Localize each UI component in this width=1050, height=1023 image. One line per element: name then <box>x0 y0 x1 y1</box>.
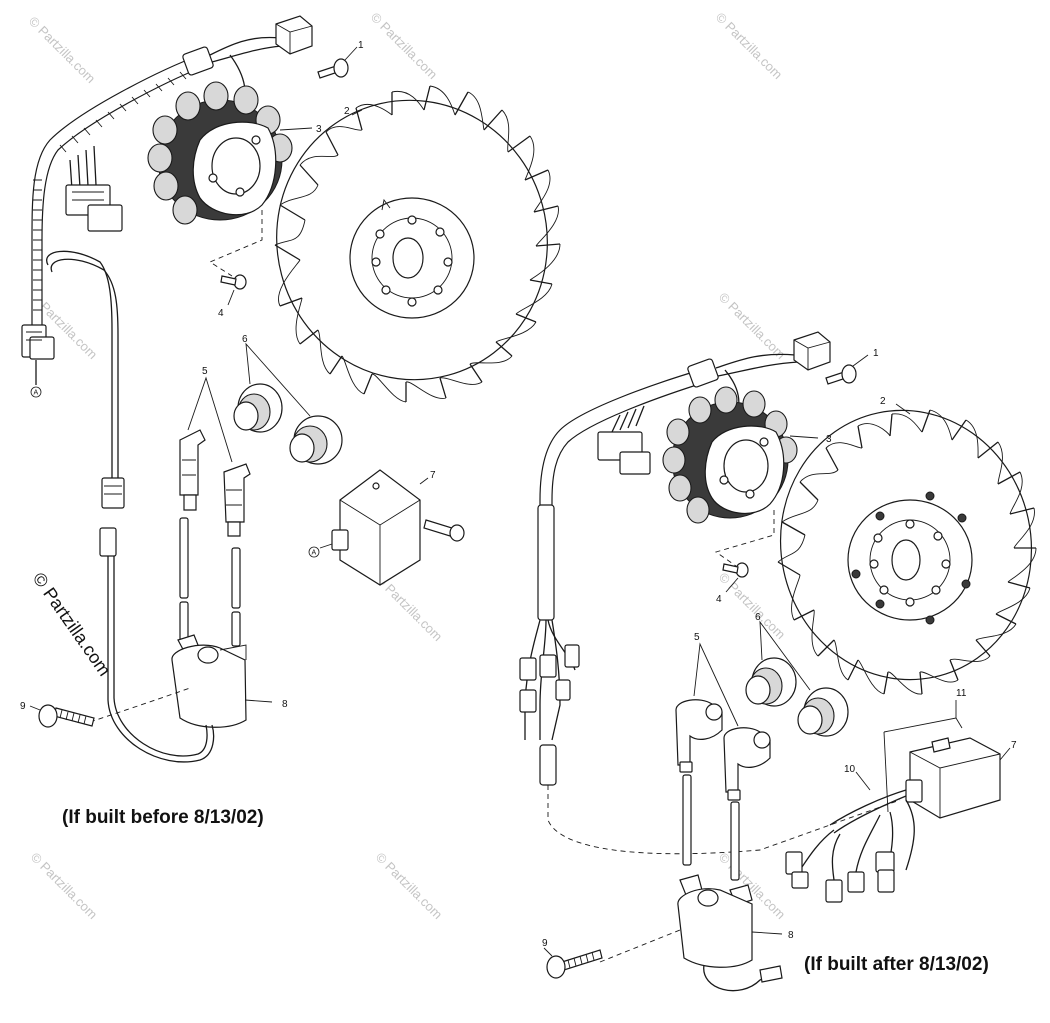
left-ignition-coil: 8 <box>171 634 288 728</box>
callout-r5: 5 <box>694 632 700 643</box>
left-lower-harness <box>89 527 215 763</box>
connector-ref-a-2: A <box>312 550 317 557</box>
watermark-text: © Partzilla.com <box>368 10 441 83</box>
callout-6: 6 <box>242 334 248 345</box>
right-assembly: 1 2 <box>519 331 1037 992</box>
right-cdi-module: 7 <box>909 737 1017 819</box>
callout-1: 1 <box>358 40 364 51</box>
right-sheath <box>519 504 901 855</box>
watermark-text: © Partzilla.com <box>26 14 99 87</box>
left-flywheel: 2 <box>274 85 561 403</box>
left-screw-4: 4 <box>209 210 263 319</box>
callout-r4: 4 <box>716 594 722 605</box>
left-tap-connector <box>65 145 123 232</box>
watermark-main: © Partzilla.com <box>29 569 115 680</box>
callout-r7: 7 <box>1011 740 1017 751</box>
right-stator <box>662 386 798 524</box>
callout-r1: 1 <box>873 348 879 359</box>
right-ht-leads <box>682 774 740 881</box>
callout-8: 8 <box>282 699 288 710</box>
callout-r2: 2 <box>880 396 886 407</box>
callout-4: 4 <box>218 308 224 319</box>
left-plug-a: A <box>21 324 55 398</box>
left-bolt-9: 9 <box>20 701 95 728</box>
callout-r6: 6 <box>755 612 761 623</box>
right-plug-caps: 5 <box>675 632 771 801</box>
right-screw-1: 1 <box>825 348 879 385</box>
watermark-text: © Partzilla.com <box>716 290 789 363</box>
callout-r11: 11 <box>956 688 967 699</box>
right-adapter-harness: 10 11 <box>785 688 967 903</box>
callout-5: 5 <box>202 366 208 377</box>
callout-r9: 9 <box>542 938 548 949</box>
right-caption: (If built after 8/13/02) <box>804 954 989 975</box>
watermark-text: © Partzilla.com <box>28 850 101 923</box>
callout-3: 3 <box>316 124 322 135</box>
left-loop-wire <box>46 250 125 509</box>
callout-9: 9 <box>20 701 26 712</box>
left-stator <box>147 81 293 225</box>
watermark-text: © Partzilla.com <box>713 10 786 83</box>
right-ignition-coil: 8 <box>677 874 794 992</box>
right-grommets: 6 <box>745 612 849 737</box>
left-screw-1: 1 <box>317 40 364 79</box>
watermark-text: © Partzilla.com <box>716 570 789 643</box>
right-flywheel: 2 <box>777 396 1037 695</box>
callout-r8: 8 <box>788 930 794 941</box>
left-plug-caps: 5 <box>179 366 251 537</box>
left-harness-conduit <box>31 15 313 331</box>
callout-7: 7 <box>430 470 436 481</box>
left-cdi-box: A 7 <box>308 469 465 586</box>
right-bolt-9: 9 <box>542 929 681 979</box>
callout-r3: 3 <box>826 434 832 445</box>
left-assembly: A <box>20 15 561 828</box>
callout-2: 2 <box>344 106 350 117</box>
left-caption: (If built before 8/13/02) <box>62 807 264 828</box>
watermark-text: © Partzilla.com <box>373 850 446 923</box>
right-screw-4: 4 <box>714 510 775 605</box>
left-ht-leads <box>179 517 241 647</box>
connector-ref-a: A <box>34 390 39 397</box>
callout-r10: 10 <box>844 764 856 775</box>
left-grommets: 6 <box>233 334 343 465</box>
